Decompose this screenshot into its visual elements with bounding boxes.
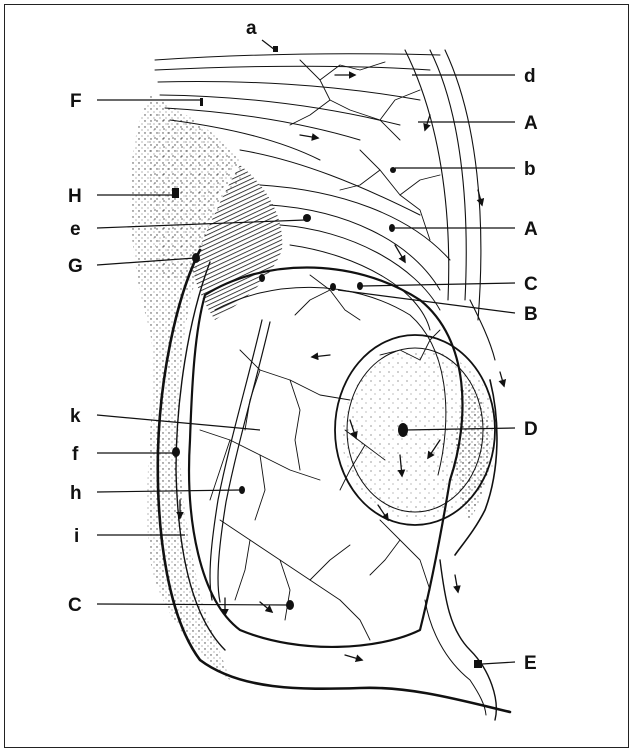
label-A-lower: A [524, 219, 538, 240]
label-h: h [70, 483, 82, 504]
label-B: B [524, 304, 538, 325]
label-i: i [74, 526, 79, 547]
sphere-structure [335, 335, 498, 555]
label-k: k [70, 406, 81, 427]
label-f: f [72, 444, 79, 465]
label-H: H [68, 186, 82, 207]
label-b: b [524, 159, 536, 180]
label-C-lower: C [68, 595, 82, 616]
label-C-upper: C [524, 274, 538, 295]
label-e: e [70, 219, 81, 240]
label-E: E [524, 653, 537, 674]
label-D: D [524, 419, 538, 440]
label-G: G [68, 256, 83, 277]
vein-network [200, 60, 440, 640]
label-d: d [524, 66, 536, 87]
label-A-upper: A [524, 113, 538, 134]
label-F: F [70, 91, 82, 112]
label-a: a [246, 18, 257, 39]
lower-outflow [440, 560, 496, 720]
